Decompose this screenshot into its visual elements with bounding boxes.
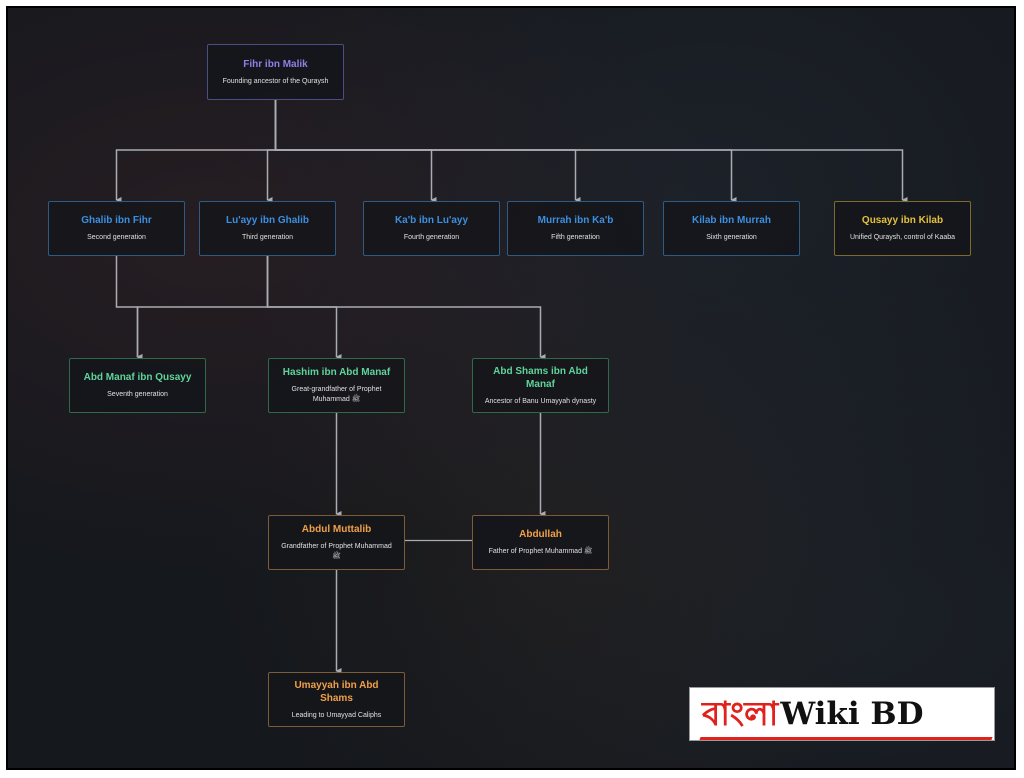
node-name: Abdul Muttalib: [301, 524, 372, 535]
node-name: Qusayy ibn Kilab: [861, 215, 944, 226]
node-description: Sixth generation: [706, 234, 757, 241]
node-name: Ka'b ibn Lu'ayy: [394, 215, 469, 226]
connector-fihr-qusayy: [274, 100, 908, 203]
node-description: Third generation: [242, 234, 293, 241]
logo-bangla-text: বাংলা: [702, 694, 779, 733]
node-description: Grandfather of Prophet Muhammad ﷺ: [281, 543, 392, 560]
node-name: Hashim ibn Abd Manaf: [282, 367, 391, 378]
connector-layer: [115, 100, 908, 674]
node-description: Fifth generation: [551, 234, 600, 241]
node-description: Great-grandfather of Prophet Muhammad ﷺ: [291, 386, 382, 403]
connector-luayy-abdshams: [266, 256, 546, 360]
node-name: Fihr ibn Malik: [243, 58, 308, 70]
node-name: Kilab ibn Murrah: [692, 215, 771, 226]
connector-luayy-abdmanaf: [136, 256, 269, 360]
node-name: Murrah ibn Ka'b: [537, 215, 614, 226]
connector-ghalib-abdmanaf: [115, 256, 143, 360]
node-name: Abdullah: [519, 529, 562, 540]
node-description: Second generation: [87, 234, 146, 241]
node-description: Fourth generation: [403, 234, 460, 241]
bangla-wiki-bd-logo: বাংলা Wiki BD: [689, 687, 995, 741]
node-description: Leading to Umayyad Caliphs: [291, 711, 382, 719]
connector-fihr-ghalib: [115, 100, 277, 203]
node-description: Ancestor of Banu Umayyah dynasty: [484, 397, 597, 405]
connector-fihr-luayy: [266, 100, 277, 203]
logo-underline: [699, 737, 993, 740]
node-description: Unified Quraysh, control of Kaaba: [849, 234, 956, 241]
node-description: Founding ancestor of the Quraysh: [222, 77, 329, 85]
node-description: Seventh generation: [107, 391, 168, 398]
node-name: Ghalib ibn Fihr: [81, 215, 152, 226]
node-description: Father of Prophet Muhammad ﷺ: [488, 548, 593, 555]
node-name: Abd Manaf ibn Qusayy: [83, 372, 192, 383]
node-name: Umayyah ibn Abd Shams: [294, 679, 379, 704]
logo-latin-text: Wiki BD: [780, 696, 924, 732]
node-name: Abd Shams ibn Abd Manaf: [493, 365, 588, 390]
node-name: Lu'ayy ibn Ghalib: [226, 215, 309, 226]
